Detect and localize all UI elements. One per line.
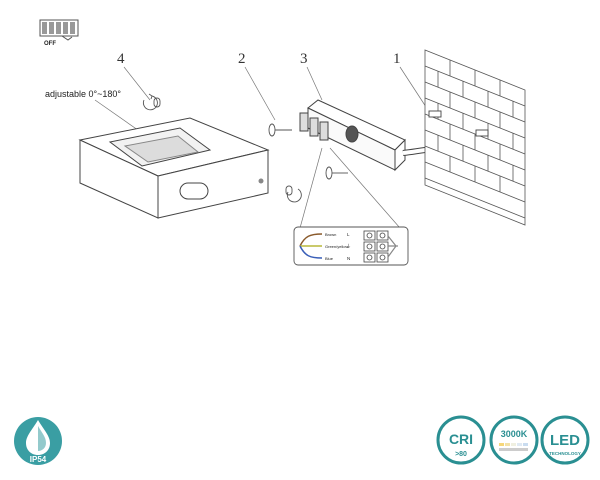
brick-wall: [424, 49, 526, 226]
rotation-arrow-icon: [142, 93, 161, 111]
ip54-badge: IP54: [14, 417, 62, 465]
wire-label-brown: Brown: [325, 232, 336, 237]
cct-3000k-badge: 3000K: [489, 415, 539, 465]
part-number-3: 3: [300, 51, 308, 67]
switch-off-label: OFF: [44, 41, 56, 47]
cri-value: >80: [455, 451, 467, 458]
terminal-earth: ⏚: [346, 243, 351, 250]
cri-label: CRI: [449, 431, 473, 447]
switch-off-icon: OFF: [39, 19, 79, 47]
part-number-1: 1: [393, 51, 401, 67]
terminal-l: L: [347, 232, 350, 237]
led-technology-badge: LED TECHNOLOGY: [540, 415, 590, 465]
ip54-label: IP54: [30, 455, 47, 464]
wall-plug-icon: [428, 110, 489, 137]
adjustable-label: adjustable 0°~180°: [45, 89, 121, 99]
wire-label-green-yellow: Green/yellow: [325, 244, 348, 249]
cct-value: 3000K: [501, 429, 528, 439]
rotation-arrow-icon-2: [285, 185, 302, 203]
part-number-4: 4: [117, 51, 125, 67]
led-label: LED: [550, 432, 580, 449]
wire-label-blue: Blue: [325, 256, 334, 261]
cri-badge: CRI >80: [436, 415, 486, 465]
wiring-diagram: Brown Green/yellow Blue L ⏚ N: [293, 147, 409, 266]
led-sublabel: TECHNOLOGY: [549, 451, 581, 456]
part-number-2: 2: [238, 51, 246, 67]
lamp-housing: [78, 117, 270, 219]
terminal-n: N: [347, 256, 350, 261]
